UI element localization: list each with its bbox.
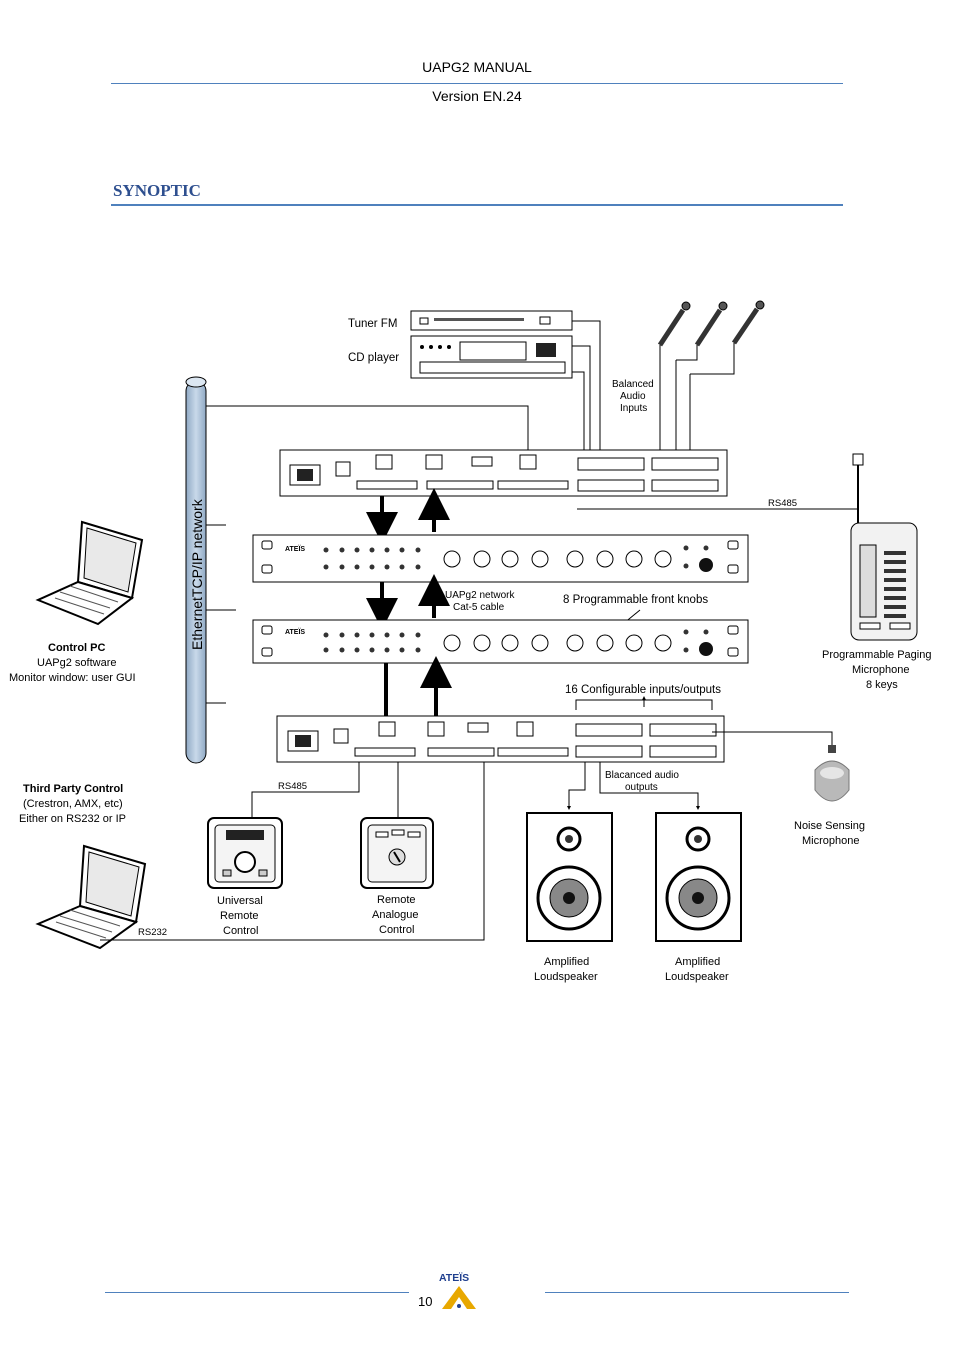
rac-device [360, 817, 434, 889]
balanced-outputs-label-1: Blacanced audio [605, 770, 679, 781]
cd-player-label: CD player [348, 352, 399, 364]
front-knobs-label: 8 Programmable front knobs [563, 594, 708, 606]
tuner-label: Tuner FM [348, 318, 397, 330]
rs232-label: RS232 [138, 927, 167, 938]
speaker-left-device [526, 812, 613, 942]
config-io-label: 16 Configurable inputs/outputs [565, 684, 721, 696]
tuner-device [410, 310, 573, 331]
urc-label-1: Universal [217, 895, 263, 907]
noise-mic-label-1: Noise Sensing [794, 820, 865, 832]
paging-mic-label-3: 8 keys [866, 679, 898, 691]
header-title: UAPG2 MANUAL [422, 59, 532, 75]
third-party-label-1: Third Party Control [23, 783, 123, 795]
balanced-inputs-label-1: Balanced [612, 379, 654, 390]
section-title: SYNOPTIC [113, 181, 201, 200]
svg-text:ATEÏS: ATEÏS [285, 628, 305, 636]
rac-label-2: Analogue [372, 909, 419, 921]
speaker-left-label-2: Loudspeaker [534, 971, 598, 983]
third-party-label-2: (Crestron, AMX, etc) [23, 798, 123, 810]
svg-text:ATEÏS: ATEÏS [439, 1271, 469, 1284]
control-pc-label-2: UAPg2 software [37, 657, 116, 669]
uap-front-panel-2: ATEÏS [252, 619, 749, 664]
speaker-right-label-1: Amplified [675, 956, 720, 968]
uap-front-panel-1: ATEÏS [252, 534, 749, 583]
speaker-right-device [655, 812, 742, 942]
balanced-outputs-label-2: outputs [625, 782, 658, 793]
rs485-top-label: RS485 [768, 498, 797, 509]
paging-mic-label-2: Microphone [852, 664, 909, 676]
urc-label-3: Control [223, 925, 258, 937]
balanced-inputs-label-3: Inputs [620, 403, 647, 414]
paging-mic-label-1: Programmable Paging [822, 649, 931, 661]
section-rule [111, 204, 843, 206]
noise-mic-device [814, 745, 850, 802]
control-pc-label-3: Monitor window: user GUI [9, 672, 136, 684]
balanced-inputs-label-2: Audio [620, 391, 646, 402]
svg-text:ATEÏS: ATEÏS [285, 545, 305, 553]
rac-label-1: Remote [377, 894, 416, 906]
network-label-1: UAPg2 network [445, 590, 515, 601]
third-party-label-3: Either on RS232 or IP [19, 813, 126, 825]
speaker-right-label-2: Loudspeaker [665, 971, 729, 983]
cd-player-device [410, 335, 573, 379]
header-rule [111, 83, 843, 84]
ethernet-pipe [185, 376, 207, 764]
third-party-laptop [35, 844, 147, 950]
speaker-left-label-1: Amplified [544, 956, 589, 968]
ethernet-label: EthernetTCP/IP network [189, 498, 205, 650]
microphone-icons [657, 300, 765, 455]
control-pc-laptop [35, 520, 144, 626]
network-label-2: Cat-5 cable [453, 602, 505, 613]
page-number: 10 [418, 1294, 433, 1309]
uap-rear-panel-top [279, 449, 728, 497]
control-pc-label-1: Control PC [48, 642, 105, 654]
rs485-bottom-label: RS485 [278, 781, 307, 792]
paging-mic-device [850, 453, 918, 641]
noise-mic-label-2: Microphone [802, 835, 859, 847]
footer-rule-right [545, 1292, 849, 1293]
urc-label-2: Remote [220, 910, 259, 922]
urc-device [207, 817, 283, 889]
header-version: Version EN.24 [432, 88, 522, 104]
uap-rear-panel-bottom [276, 715, 725, 763]
rac-label-3: Control [379, 924, 414, 936]
footer-rule-left [105, 1292, 409, 1293]
ateis-logo: ATEÏS [439, 1271, 476, 1309]
